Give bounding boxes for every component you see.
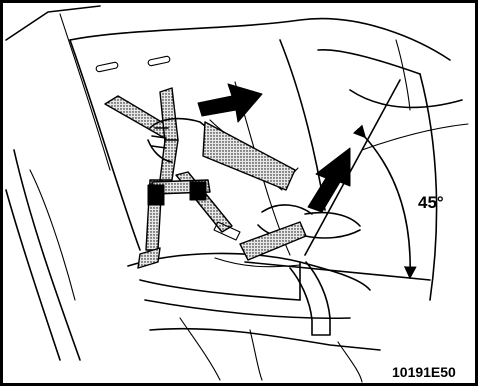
door-frame (6, 6, 110, 360)
angle-label: 45° (418, 193, 444, 212)
arrow-right-icon (198, 84, 262, 122)
harness-belts (105, 88, 240, 268)
figure-code: 10191E50 (392, 364, 456, 380)
hand-lower (240, 205, 360, 260)
seat-cushion (128, 253, 430, 382)
